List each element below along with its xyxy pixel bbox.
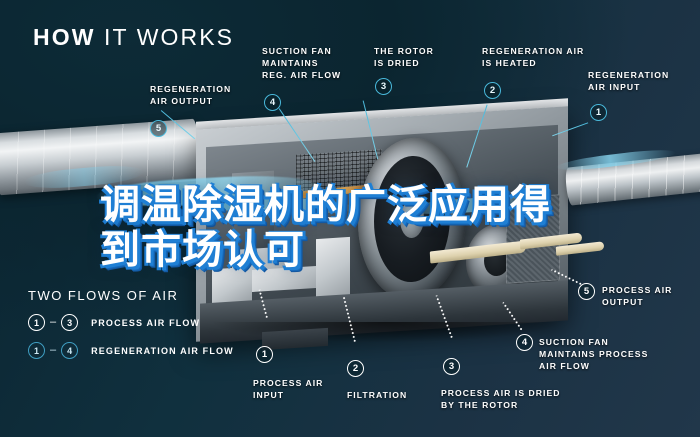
leader-line-process-input	[258, 289, 268, 320]
legend-row-process-air-flow: 1 – 3 PROCESS AIR FLOW	[28, 314, 234, 331]
callout-label-regeneration-air-input: REGENERATION AIR INPUT	[588, 70, 670, 92]
callout-badge-regeneration-air-heated[interactable]: 2	[484, 82, 501, 99]
leader-line-regen-input	[552, 122, 589, 137]
dehumidifier-cabinet-top	[196, 98, 568, 140]
leader-line-regen-suction-fan	[278, 108, 316, 163]
legend-row-regeneration-air-flow: 1 – 4 REGENERATION AIR FLOW	[28, 342, 234, 359]
cabinet-floor	[200, 280, 568, 344]
page-title-strong: HOW	[33, 24, 96, 50]
legend-badge-from: 1	[28, 314, 45, 331]
callout-badge-process-air-dried[interactable]: 3	[443, 358, 460, 375]
callout-badge-process-suction-fan[interactable]: 4	[516, 334, 533, 351]
overlay-headline-line1: 调温除湿机的广泛应用得	[100, 182, 551, 228]
callout-badge-filtration[interactable]: 2	[347, 360, 364, 377]
overlay-headline-line2: 到市场认可	[100, 226, 305, 273]
leader-line-regen-heated	[465, 104, 488, 168]
legend-badge-to: 4	[61, 342, 79, 359]
airflow-ribbon	[555, 146, 677, 174]
callout-badge-rotor-is-dried[interactable]: 3	[375, 78, 392, 95]
legend-badge-from: 1	[28, 342, 45, 359]
legend-badge-to: 3	[61, 314, 79, 331]
leader-line-rotor-dried	[362, 100, 379, 160]
cabinet-shadow	[214, 322, 558, 342]
callout-label-filtration: FILTRATION	[347, 390, 408, 400]
callout-label-regeneration-suction-fan: SUCTION FAN MAINTAINS REG. AIR FLOW	[262, 46, 342, 80]
legend-dash: –	[50, 344, 57, 356]
leader-line-filtration	[342, 296, 356, 343]
callout-label-regeneration-air-output: REGENERATION AIR OUTPUT	[150, 84, 232, 106]
callout-badge-process-air-output[interactable]: 5	[578, 283, 595, 300]
legend-title: TWO FLOWS OF AIR	[28, 288, 179, 303]
callout-badge-regeneration-suction-fan[interactable]: 4	[264, 94, 281, 111]
callout-label-process-air-dried: PROCESS AIR IS DRIED BY THE ROTOR	[441, 388, 561, 410]
leader-line-process-suction-fan	[502, 302, 523, 332]
callout-label-process-air-output: PROCESS AIR OUTPUT	[602, 285, 673, 307]
legend-label-process-air-flow: PROCESS AIR FLOW	[91, 317, 201, 328]
callout-badge-process-air-input[interactable]: 1	[256, 346, 273, 363]
callout-label-process-suction-fan: SUCTION FAN MAINTAINS PROCESS AIR FLOW	[539, 337, 649, 371]
callout-badge-regeneration-air-input[interactable]: 1	[590, 104, 607, 121]
page-title: HOW IT WORKS	[33, 24, 234, 51]
leader-line-process-dried	[435, 295, 453, 340]
callout-label-regeneration-air-heated: REGENERATION AIR IS HEATED	[482, 46, 585, 68]
legend-label-regeneration-air-flow: REGENERATION AIR FLOW	[91, 345, 234, 356]
callout-label-rotor-is-dried: THE ROTOR IS DRIED	[374, 46, 434, 68]
overlay-headline: 调温除湿机的广泛应用得 到市场认可	[100, 183, 620, 273]
callout-badge-regeneration-air-output[interactable]: 5	[150, 120, 167, 137]
page-title-rest: IT WORKS	[95, 24, 235, 50]
front-duct-box	[262, 327, 328, 351]
legend: TWO FLOWS OF AIR 1 – 3 PROCESS AIR FLOW …	[28, 288, 234, 370]
legend-dash: –	[50, 316, 57, 328]
callout-label-process-air-input: PROCESS AIR INPUT	[253, 378, 324, 400]
